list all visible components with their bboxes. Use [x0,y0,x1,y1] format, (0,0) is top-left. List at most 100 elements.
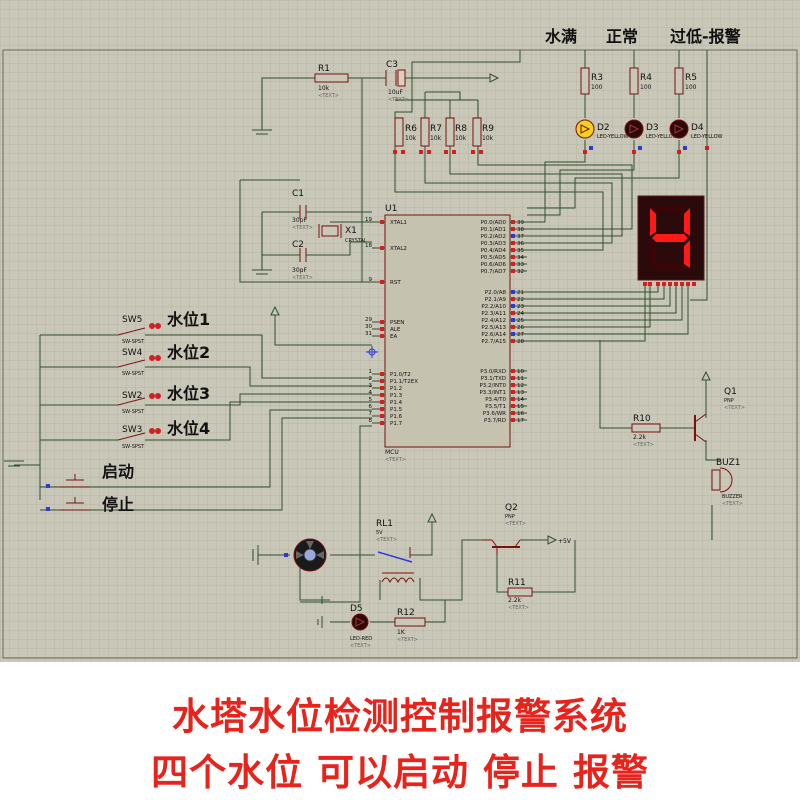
resistor-r11[interactable]: R11 2.2k <TEXT> [507,578,533,611]
resistor-r6[interactable]: R6 10k [394,117,417,147]
capacitor-c2-value: 30pF [292,267,307,274]
resistor-r11-value: 2.2k [508,597,522,604]
mcu-pin-pad [511,318,515,322]
mcu-pin-name: P2.3/A11 [481,311,506,317]
stop-button[interactable]: 停止 [46,495,134,514]
resistor-r3-value: 100 [591,84,603,91]
switch-sw3-ref: SW3 [122,425,142,435]
resistor-r12-text: <TEXT> [397,637,418,643]
mcu-pin-name: P0.3/AD3 [481,241,507,247]
led-d2[interactable]: D2 LED-YELLOW [575,119,629,140]
resistor-r7-ref: R7 [430,124,442,134]
switch-sw4-value: SW-SPST [122,371,145,377]
resistor-r9[interactable]: R9 10k [472,117,494,147]
segment-e [650,240,656,268]
capacitor-c1[interactable]: C1 30pF <TEXT> [292,189,315,231]
led-d3[interactable]: D3 LED-YELLOW [624,119,678,140]
led-d4[interactable]: D4 LED-YELLOW [669,119,723,140]
seven-segment-display[interactable]: 4 [637,195,705,291]
mcu-pin-number: 17 [517,418,524,424]
led-column-wires [584,94,680,150]
switch-sw4[interactable]: SW4 SW-SPST 水位2 [100,343,210,377]
ground-motor [252,545,259,565]
transistor-q1[interactable]: Q1 PNP <TEXT> [694,387,745,443]
mcu-pin-number: 39 [517,220,524,226]
transistor-q2[interactable]: Q2 PNP <TEXT> [482,503,526,555]
caption-title: 水塔水位检测控制报警系统 [172,695,628,738]
mcu-pin-pad [511,397,515,401]
resistor-r12[interactable]: R12 1K <TEXT> [394,608,426,643]
mcu-pin-number: 36 [517,241,524,247]
switch-sw5[interactable]: SW5 SW-SPST 水位1 [100,310,210,345]
resistor-r1[interactable]: R1 10k <TEXT> [314,64,349,99]
resistor-r8[interactable]: R8 10k [445,117,467,147]
fan-motor-icon[interactable] [284,538,327,572]
crystal-x1[interactable]: X1 CRYSTAL [318,224,367,244]
mcu-pin-36[interactable]: 36 P0.3/AD3 [481,241,527,247]
display-pins [643,282,696,286]
buzzer-buz1[interactable]: BUZ1 BUZZER <TEXT> [711,458,743,507]
led-d5[interactable]: D5 LED-RED <TEXT> [350,604,372,649]
mcu-pin-number: 16 [517,411,524,417]
mcu-pin-number: 38 [517,227,524,233]
mcu-pin-pad [511,332,515,336]
capacitor-c3-value: 10uF [388,89,403,96]
power-arrow-c3 [489,73,500,83]
mcu-pin-name: P2.0/A8 [485,290,507,296]
mcu-pin-pad [511,234,515,238]
relay-rl1[interactable]: RL1 5V <TEXT> [368,519,415,584]
switch-sw2[interactable]: SW2 SW-SPST 水位3 [100,384,210,415]
resistor-r10[interactable]: R10 2.2k <TEXT> [631,414,661,448]
start-button[interactable]: 启动 [46,462,134,488]
capacitor-c2[interactable]: C2 30pF <TEXT> [292,240,315,281]
resistor-r7[interactable]: R7 10k [420,117,442,147]
ground-symbols [4,129,330,628]
mcu-pin-pad [380,372,384,376]
mcu-pin-pad [511,418,515,422]
switch-sw3[interactable]: SW3 SW-SPST 水位4 [100,419,210,450]
resistor-r11-ref: R11 [508,578,526,588]
header-label-low-alarm: 过低-报警 [670,27,741,46]
resistor-r1-ref: R1 [318,64,330,74]
capacitor-c3[interactable]: C3 10uF <TEXT> [385,60,409,103]
